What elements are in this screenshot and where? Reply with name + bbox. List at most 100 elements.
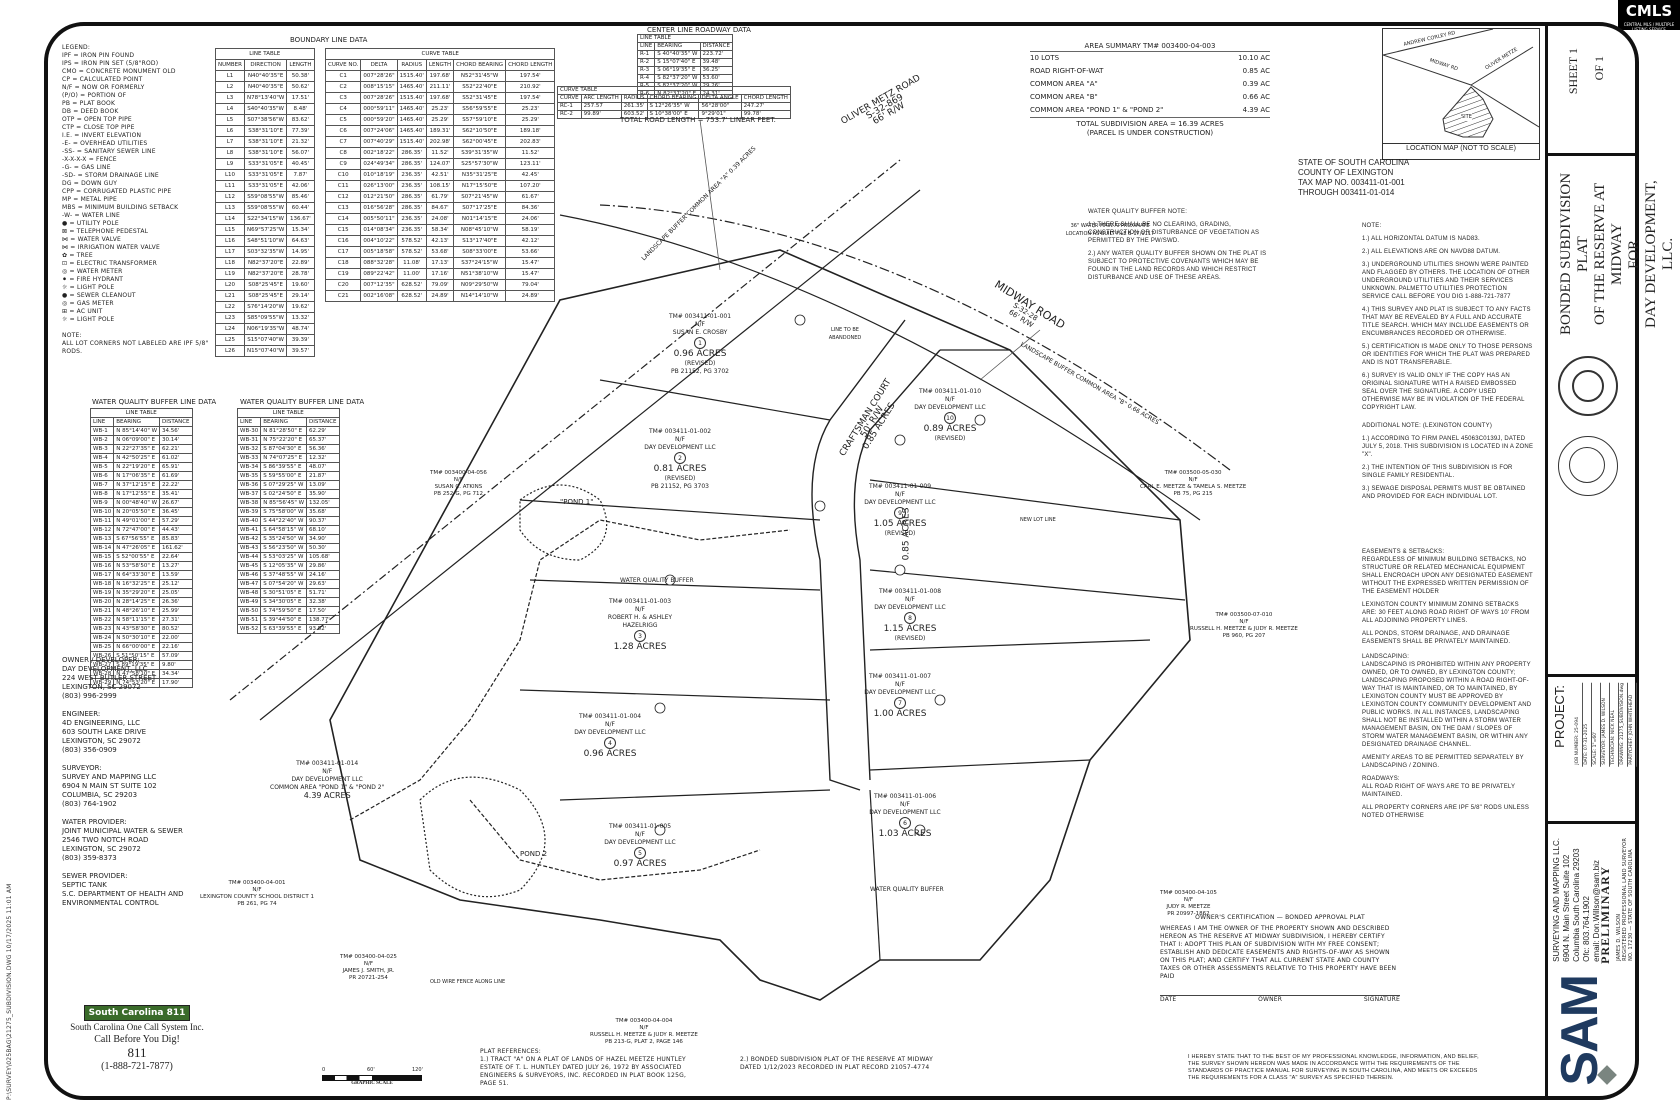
legend-note-title: NOTE:	[62, 332, 82, 339]
additional-note-item: 2.) THE INTENTION OF THIS SUBDIVISION IS…	[1362, 465, 1513, 479]
wq-table-1-title: WATER QUALITY BUFFER LINE DATA	[92, 398, 217, 406]
legend-item: ⊡ = ELECTRIC TRANSFORMER	[62, 260, 157, 267]
legend-item: ⊞ = AC UNIT	[62, 308, 103, 315]
wq-table-2-title: WATER QUALITY BUFFER LINE DATA	[240, 398, 365, 406]
legend-item: -X-X-X-X = FENCE	[62, 156, 117, 163]
easements-setbacks: EASEMENTS & SETBACKS: REGARDLESS OF MINI…	[1362, 549, 1533, 819]
sc811-logo: South Carolina 811	[83, 1005, 191, 1021]
signature-label: SIGNATURE	[1363, 996, 1400, 1003]
legend-item: I.E. = INVERT ELEVATION	[62, 132, 142, 139]
legend-item: ⋈ = WATER VALVE	[62, 236, 122, 243]
location-map: ANDREW CORLEY RD MIDWAY RD OLIVER METZE …	[1382, 28, 1540, 160]
roadway-title: CENTER LINE ROADWAY DATA	[647, 26, 751, 34]
fence-label: OLD WIRE FENCE ALONG LINE	[430, 979, 506, 985]
legend-item: IPS = IRON PIN SET (5/8"ROD)	[62, 60, 159, 67]
legend-item: ◎ = WATER METER	[62, 268, 123, 275]
legend-item: CPP = CORRUGATED PLASTIC PIPE	[62, 188, 172, 195]
water-quality-note: WATER QUALITY BUFFER NOTE: 1.) THERE SHA…	[1088, 209, 1267, 281]
date-label: DATE	[1160, 996, 1177, 1003]
plat-border	[44, 22, 1639, 1100]
general-notes: NOTE: 1.) ALL HORIZONTAL DATUM IS NAD83.…	[1362, 223, 1534, 500]
owner-certification: OWNER'S CERTIFICATION — BONDED APPROVAL …	[1160, 914, 1400, 1003]
wq-note-item: 2.) ANY WATER QUALITY BUFFER SHOWN ON TH…	[1088, 251, 1267, 281]
legend-item: N/F = NOW OR FORMERLY	[62, 84, 145, 91]
area-row: COMMON AREA "A"0.39 AC	[1030, 80, 1270, 88]
note-item: 6.) SURVEY IS VALID ONLY IF THE COPY HAS…	[1362, 373, 1525, 411]
legend-item: ⊠ = TELEPHONE PEDESTAL	[62, 228, 149, 235]
legend-item: -SS- = SANITARY SEWER LINE	[62, 148, 156, 155]
area-note: (PARCEL IS UNDER CONSTRUCTION)	[1086, 129, 1214, 137]
legend-item: ☼ = LIGHT POLE	[62, 284, 115, 291]
note-item: 5.) CERTIFICATION IS MADE ONLY TO THOSE …	[1362, 344, 1533, 366]
legend-item: ⋈ = IRRIGATION WATER VALVE	[62, 244, 160, 251]
legend-item: DG = DOWN GUY	[62, 180, 118, 187]
location-map-caption: LOCATION MAP (NOT TO SCALE)	[1383, 143, 1539, 153]
site-label: SITE	[1461, 113, 1472, 121]
legend-item: PB = PLAT BOOK	[62, 100, 116, 107]
note-item: 2.) ALL ELEVATIONS ARE ON NAVD88 DATUM.	[1362, 249, 1501, 255]
additional-note-item: 3.) SEWAGE DISPOSAL PERMITS MUST BE OBTA…	[1362, 486, 1526, 500]
plat-reference-2: 2.) BONDED SUBDIVISION PLAT OF THE RESER…	[740, 1056, 933, 1071]
legend-item: CTP = CLOSE TOP PIPE	[62, 124, 135, 131]
legend-item: -SD- = STORM DRAINAGE LINE	[62, 172, 159, 179]
roadway-total: TOTAL ROAD LENGTH = 753.7' LINEAR FEET.	[620, 116, 776, 124]
sc811-block: South Carolina 811 South Carolina One Ca…	[62, 1000, 212, 1073]
owner-label: OWNER	[1258, 996, 1283, 1003]
new-lot-line-label: NEW LOT LINE	[1020, 517, 1056, 523]
legend-item: ● = UTILITY POLE	[62, 220, 119, 227]
area-total: TOTAL SUBDIVISION AREA = 16.39 ACRES	[1076, 120, 1224, 128]
legend-item: -W- = WATER LINE	[62, 212, 120, 219]
legend-note: ALL LOT CORNERS NOT LABELED ARE IPF 5/8"…	[62, 340, 209, 355]
legend-item: CMO = CONCRETE MONUMENT OLD	[62, 68, 176, 75]
legend-title: LEGEND:	[62, 44, 91, 51]
additional-note-item: 1.) ACCORDING TO FIRM PANEL 45063C0139J,…	[1362, 436, 1534, 458]
legend-item: ☼ = LIGHT POLE	[62, 316, 115, 323]
area-summary-title: AREA SUMMARY TM# 003400-04-003	[1084, 42, 1216, 50]
note-item: 4.) THIS SURVEY AND PLAT IS SUBJECT TO A…	[1362, 307, 1531, 337]
sheet-box: SHEET 1 OF 1	[1548, 26, 1635, 156]
line-abandon-label: LINE TO BE ABANDONED	[828, 327, 862, 341]
pond-2-label: POND 2	[520, 850, 548, 858]
legend-item: OTP = OPEN TOP PIPE	[62, 116, 132, 123]
